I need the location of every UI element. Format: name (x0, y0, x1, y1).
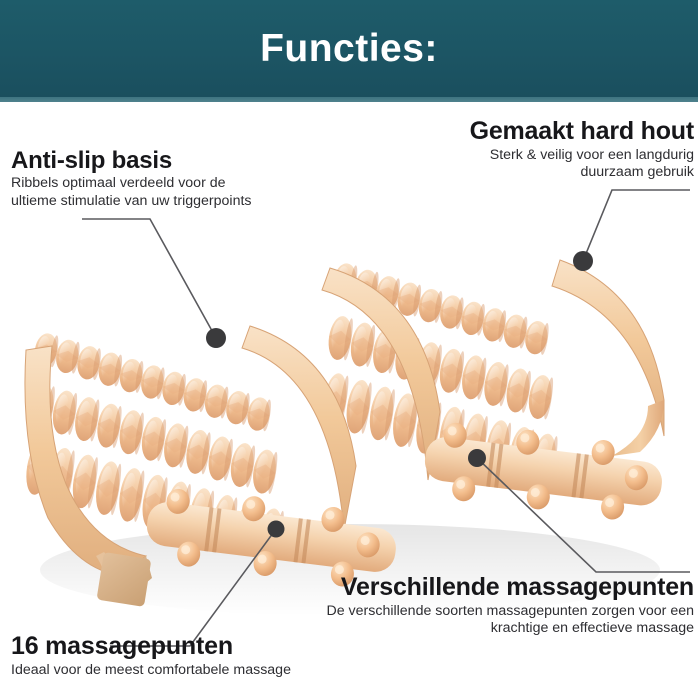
roller-assembly-right (319, 259, 665, 521)
callout-body-line-1: De verschillende soorten massagepunten z… (326, 602, 694, 619)
callout-anti-slip-basis: Anti-slip basis Ribbels optimaal verdeel… (11, 148, 252, 210)
callout-body-line-1: Ribbels optimaal verdeeld voor de (11, 175, 226, 192)
callout-verschillende-massagepunten: Verschillende massagepunten De verschill… (326, 574, 694, 637)
anti-slip-foot (97, 552, 151, 607)
callout-body-verschillende: De verschillende soorten massagepunten z… (326, 603, 694, 638)
header-bar: Functies: (0, 0, 698, 97)
callout-title-verschillende: Verschillende massagepunten (340, 573, 694, 601)
callout-16-massagepunten: 16 massagepunten Ideaal voor de meest co… (11, 633, 291, 679)
callout-body-line-2: duurzaam gebruik (580, 163, 694, 180)
knobbed-roller-right (424, 421, 662, 521)
callout-title-16-punten: 16 massagepunten (11, 632, 233, 660)
header-underline (0, 97, 698, 102)
callout-body-line-2: ultieme stimulatie van uw triggerpoints (11, 192, 252, 209)
callout-body-line-1: Sterk & veilig voor een langdurig (489, 146, 694, 163)
callout-body-hard-hout: Sterk & veilig voor een langdurig duurza… (470, 147, 694, 182)
callout-body-line-1: Ideaal voor de meest comfortabele massag… (11, 661, 291, 678)
callout-title-hard-hout: Gemaakt hard hout (469, 117, 695, 145)
page-title: Functies: (260, 27, 438, 70)
callout-title-anti-slip: Anti-slip basis (11, 147, 173, 174)
callout-body-anti-slip: Ribbels optimaal verdeeld voor de ultiem… (11, 175, 252, 210)
callout-body-16-punten: Ideaal voor de meest comfortabele massag… (11, 662, 291, 679)
callout-gemaakt-hard-hout: Gemaakt hard hout Sterk & veilig voor ee… (469, 117, 695, 182)
callout-body-line-2: krachtige en effectieve massage (490, 619, 694, 636)
